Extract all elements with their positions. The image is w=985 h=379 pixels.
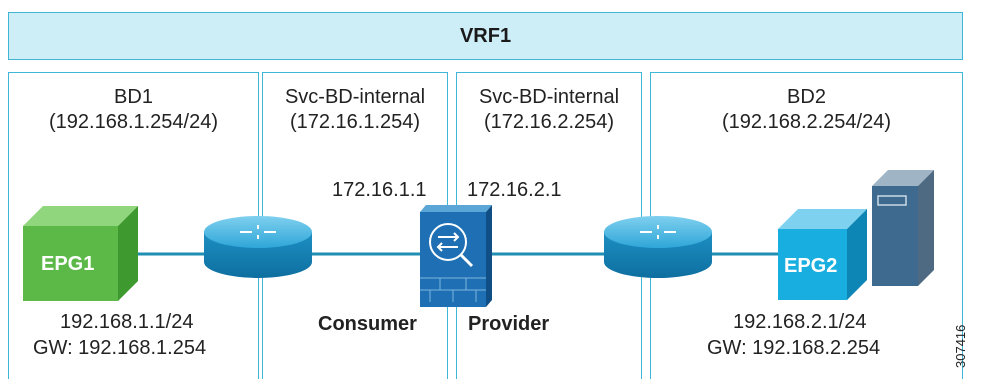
epg2-ip: 192.168.2.1/24	[733, 311, 867, 333]
zone-bd1-title: BD1 (192.168.1.254/24)	[9, 85, 258, 135]
zone-svc-bd-provider-subnet: (172.16.2.254)	[483, 111, 615, 133]
epg1-cube	[23, 206, 138, 301]
provider-label: Provider	[468, 313, 550, 335]
epg1-label: EPG1	[41, 253, 95, 275]
zone-svc-bd-consumer-title: Svc-BD-internal (172.16.1.254)	[263, 85, 447, 135]
zone-bd1-subnet: (192.168.1.254/24)	[48, 111, 219, 133]
firewall-icon	[420, 205, 492, 307]
zone-bd2-subnet: (192.168.2.254/24)	[721, 111, 892, 133]
server-icon	[872, 170, 934, 286]
zone-bd2: BD2 (192.168.2.254/24)	[650, 72, 963, 379]
epg2-label: EPG2	[784, 255, 838, 277]
consumer-label: Consumer	[318, 313, 417, 335]
zone-bd2-title: BD2 (192.168.2.254/24)	[651, 85, 962, 135]
zone-bd1-name: BD1	[114, 86, 153, 108]
epg2-gateway: GW: 192.168.2.254	[707, 337, 881, 359]
zone-svc-bd-provider-title: Svc-BD-internal (172.16.2.254)	[457, 85, 641, 135]
router-1-icon	[204, 216, 312, 278]
consumer-ip: 172.16.1.1	[332, 179, 427, 201]
zone-bd2-name: BD2	[787, 86, 826, 108]
zone-svc-bd-provider-name: Svc-BD-internal	[478, 86, 620, 108]
vrf-banner: VRF1	[8, 12, 963, 60]
epg2-cube	[778, 209, 867, 300]
epg1-gateway: GW: 192.168.1.254	[33, 337, 207, 359]
vrf-label: VRF1	[459, 24, 512, 47]
figure-number: 307416	[953, 324, 968, 368]
provider-ip: 172.16.2.1	[467, 179, 562, 201]
zone-svc-bd-consumer-name: Svc-BD-internal	[284, 86, 426, 108]
epg1-ip: 192.168.1.1/24	[60, 311, 194, 333]
zone-svc-bd-consumer-subnet: (172.16.1.254)	[289, 111, 421, 133]
router-2-icon	[604, 216, 712, 278]
